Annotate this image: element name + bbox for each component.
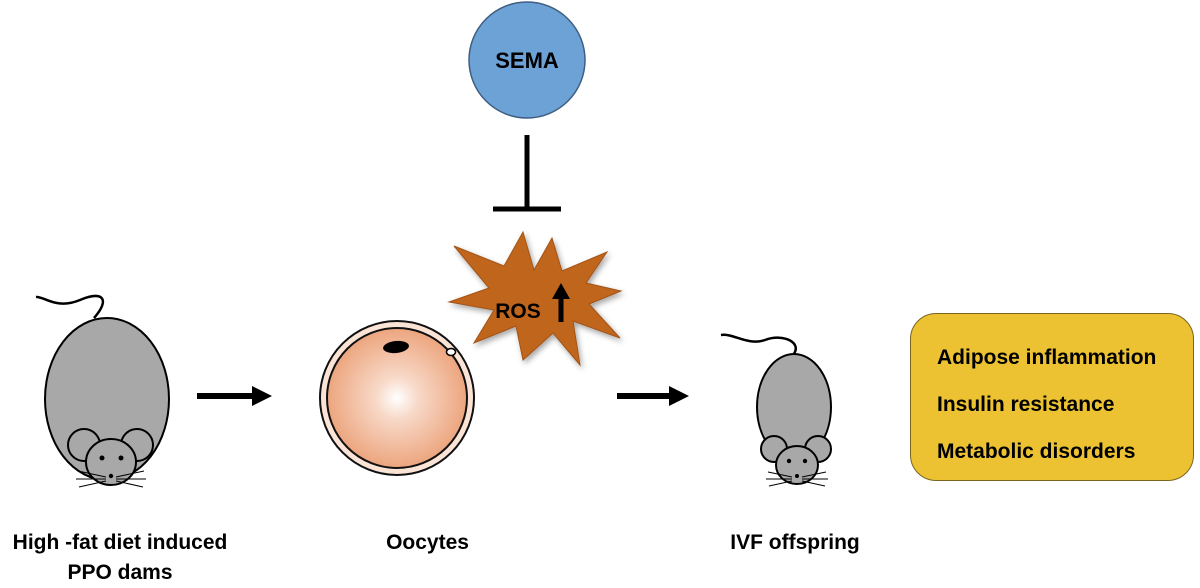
oocyte-label: Oocytes (386, 531, 469, 554)
dam-label-line1: High -fat diet induced (12, 531, 228, 554)
ros-label: ROS (495, 300, 541, 323)
inhibition-symbol (493, 135, 561, 212)
dam-label: High -fat diet induced PPO dams (0, 528, 240, 588)
up-arrow-icon (552, 283, 570, 322)
offspring-label: IVF offspring (730, 531, 860, 554)
arrow-oocyte-to-offspring (617, 386, 689, 406)
outcome-item: Metabolic disorders (937, 440, 1136, 463)
ros-burst: ROS (447, 230, 623, 367)
oocyte-icon (319, 320, 475, 476)
sema-node: SEMA (468, 1, 586, 119)
sema-label: SEMA (495, 48, 559, 73)
offspring-mouse-icon (720, 333, 832, 487)
arrow-dam-to-oocyte (197, 386, 272, 406)
outcome-item: Adipose inflammation (937, 346, 1157, 369)
outcome-item: Insulin resistance (937, 393, 1115, 416)
obese-mouse-icon (35, 294, 170, 488)
dam-label-line2: PPO dams (67, 561, 173, 584)
outcomes-box: Adipose inflammation Insulin resistance … (910, 313, 1194, 481)
